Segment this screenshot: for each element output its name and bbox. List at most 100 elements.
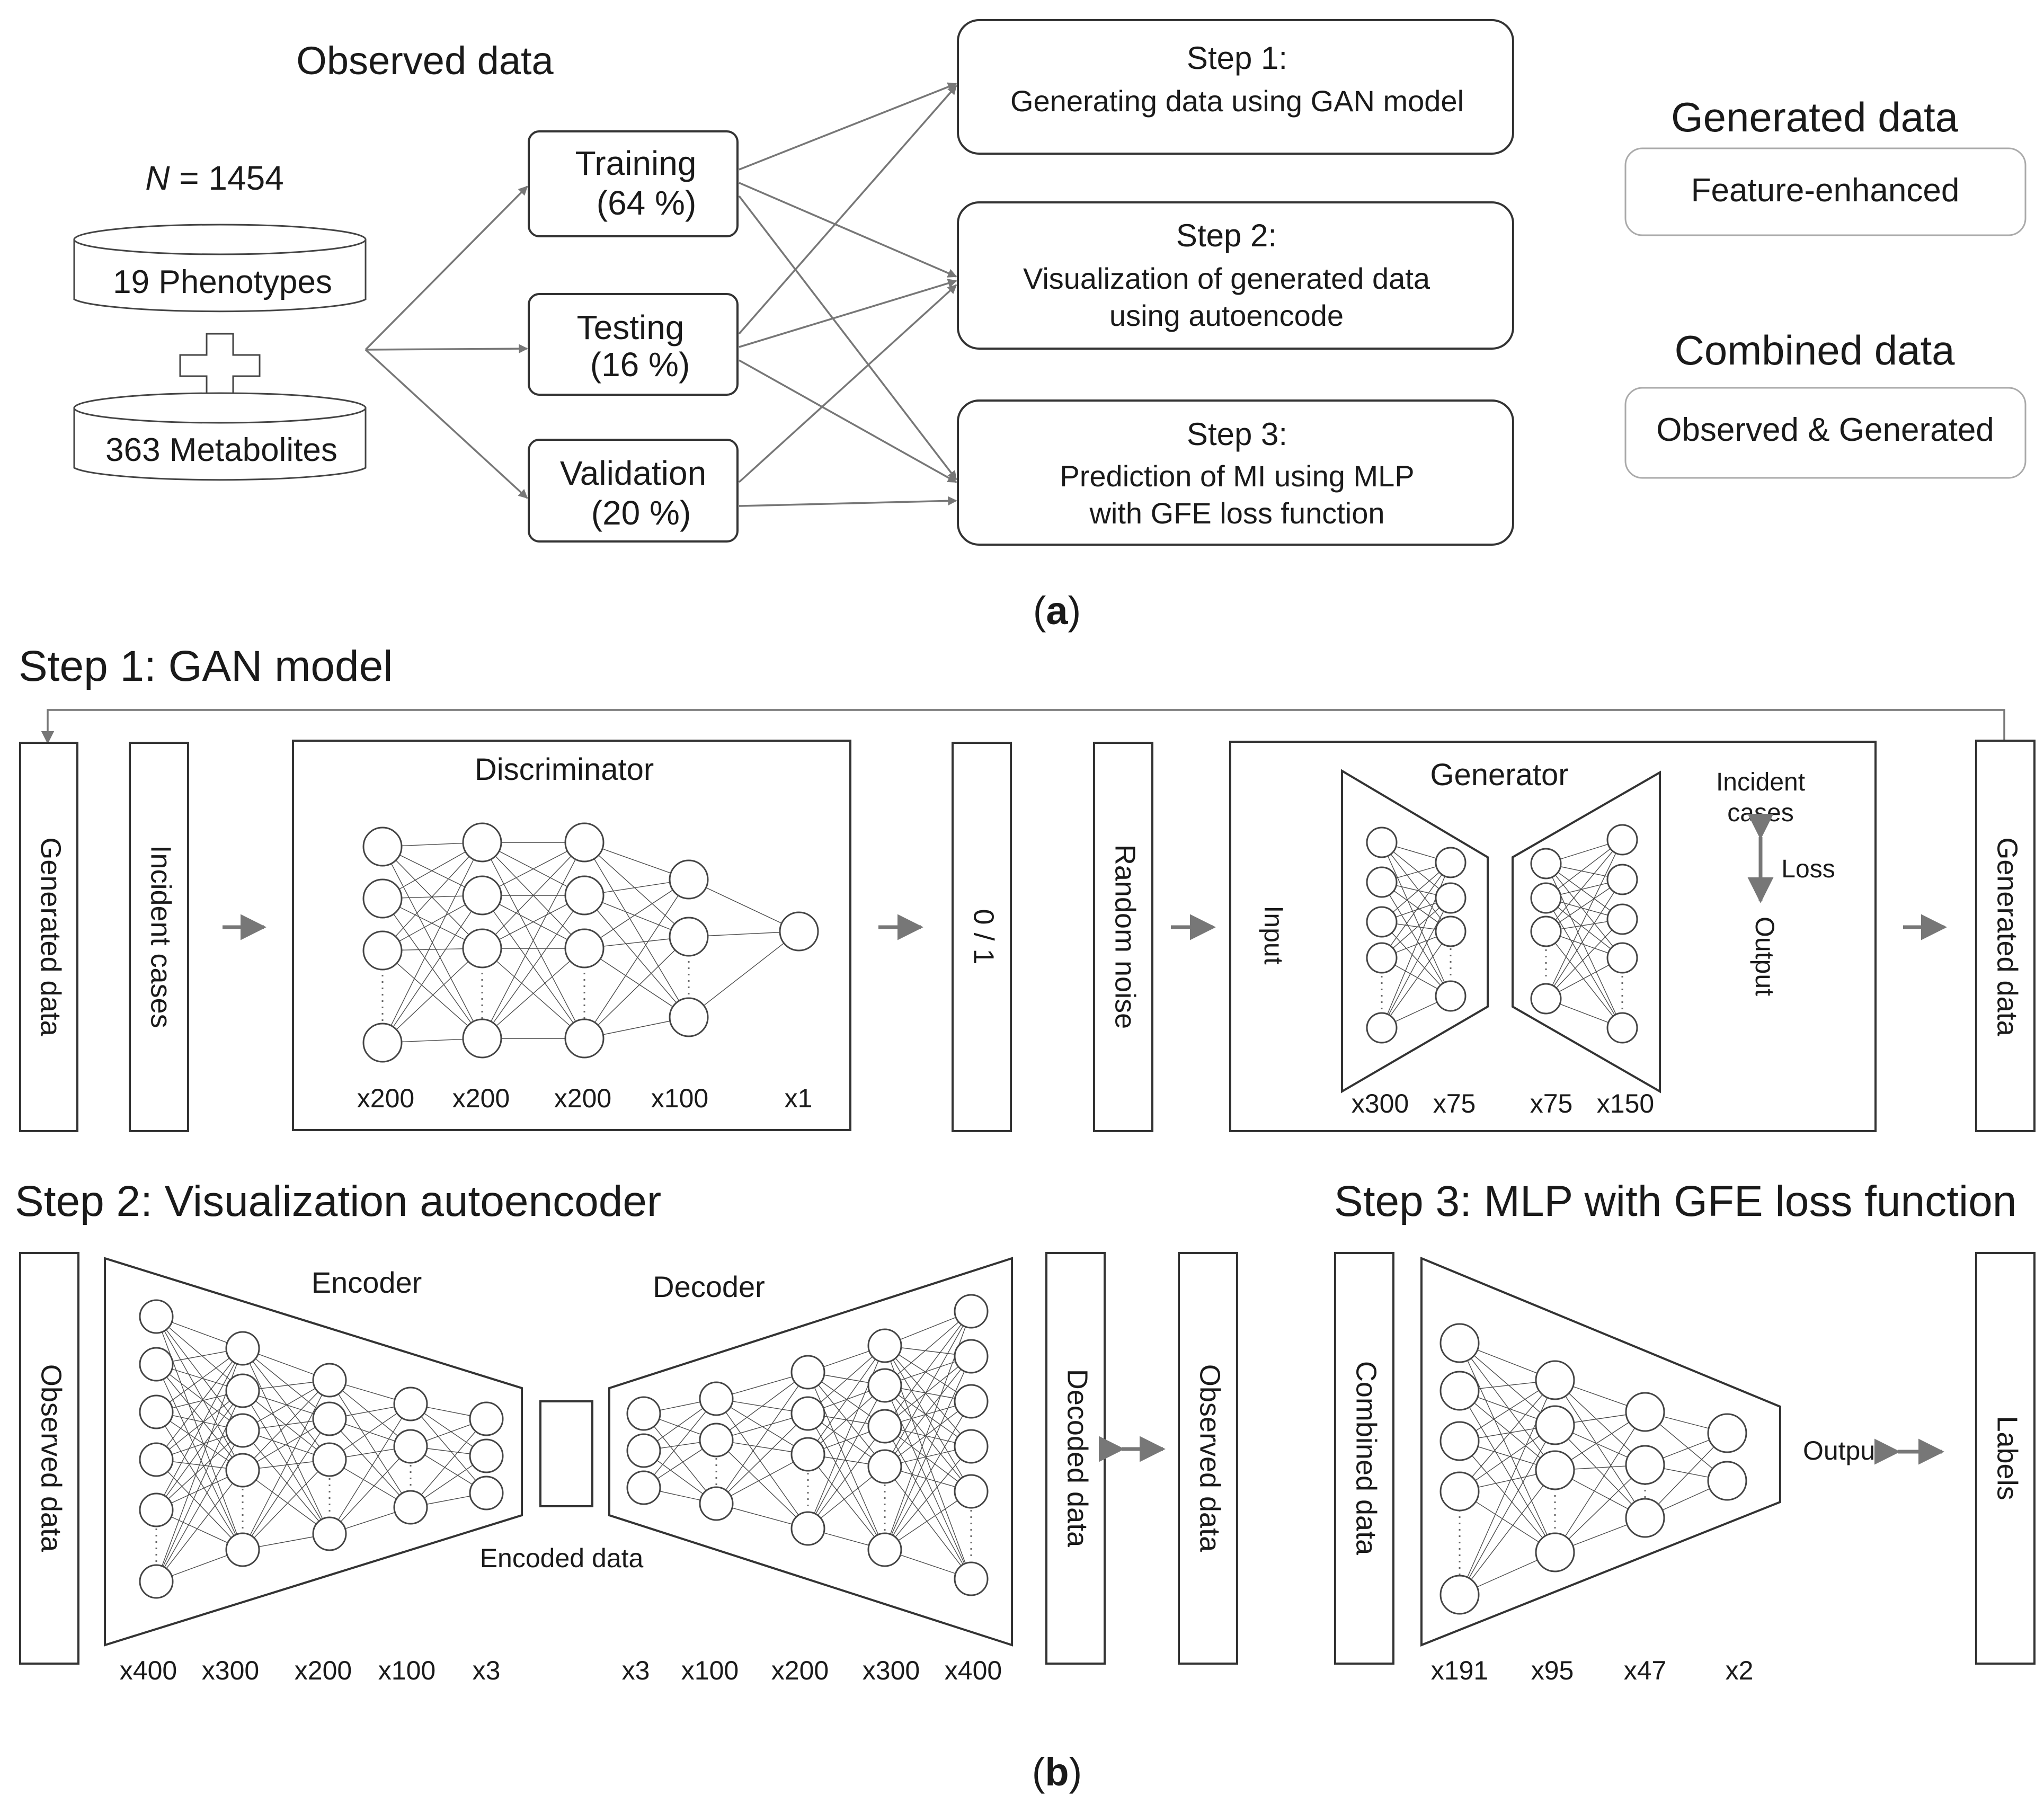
dec-layer-label-3: x200 xyxy=(771,1656,829,1685)
mlp-edge xyxy=(1554,1425,1646,1518)
step3-mlp-panel: Step 3: MLP with GFE loss function Combi… xyxy=(1334,1177,2036,1685)
enc-edge xyxy=(156,1390,243,1510)
incident-cases-box xyxy=(129,742,189,1132)
gen-edge xyxy=(1545,839,1623,999)
enc-edge xyxy=(410,1418,487,1508)
enc-node xyxy=(139,1347,174,1382)
zero-one-box xyxy=(952,742,1012,1132)
dec-node xyxy=(867,1328,902,1363)
mlp-node xyxy=(1439,1471,1480,1512)
gen-node xyxy=(1530,916,1562,947)
enc-edge xyxy=(156,1316,243,1391)
gen-node xyxy=(1366,866,1398,898)
disc-node xyxy=(564,875,605,916)
observed-data-left-label: Observed data xyxy=(35,1364,67,1552)
generated-data-left-label: Generated data xyxy=(35,837,67,1036)
disc-edge xyxy=(482,842,585,949)
decoder-network xyxy=(626,1294,989,1596)
gen-layer-label-2: x75 xyxy=(1433,1089,1476,1118)
disc-node xyxy=(564,1018,605,1059)
dec-node xyxy=(867,1532,902,1567)
disc-edge xyxy=(382,842,483,951)
dec-edge xyxy=(884,1356,972,1427)
mlp-layer-label-4: x2 xyxy=(1726,1656,1754,1685)
loss-label: Loss xyxy=(1781,855,1835,883)
enc-edge xyxy=(242,1348,330,1534)
dec-edge xyxy=(884,1356,972,1550)
generator-input-label: Input xyxy=(1259,905,1288,964)
disc-edge xyxy=(584,895,689,1018)
enc-node xyxy=(393,1387,428,1421)
dec-edge xyxy=(807,1385,885,1529)
observed-data-right-label: Observed data xyxy=(1194,1364,1226,1552)
disc-edge xyxy=(584,879,689,949)
step3-box-title: Step 3: xyxy=(1187,416,1287,452)
disc-edge xyxy=(382,842,483,1043)
dec-node xyxy=(867,1368,902,1403)
gen-edge xyxy=(1381,921,1451,997)
encoder-trapezoid xyxy=(104,1257,523,1647)
zero-one-label: 0 / 1 xyxy=(968,909,1000,964)
enc-edge xyxy=(329,1380,411,1508)
step2-box-line1: Visualization of generated data xyxy=(1023,262,1430,295)
gen-edge xyxy=(1545,839,1623,899)
dec-node xyxy=(867,1449,902,1484)
training-label: Training xyxy=(575,144,697,182)
dec-edge xyxy=(884,1401,972,1467)
mlp-edge xyxy=(1459,1343,1556,1426)
gen-edge xyxy=(1381,862,1451,958)
dec-edge xyxy=(807,1454,885,1550)
disc-node xyxy=(669,859,709,900)
generated-data-title: Generated data xyxy=(1671,94,1959,140)
enc-layer-label-3: x200 xyxy=(295,1656,352,1685)
dec-node xyxy=(954,1384,989,1419)
dec-edge xyxy=(884,1311,972,1427)
dec-node xyxy=(699,1381,734,1416)
mlp-output-label: Output xyxy=(1803,1436,1882,1465)
enc-node xyxy=(225,1413,260,1448)
training-split-box xyxy=(528,130,739,237)
disc-node xyxy=(362,1023,403,1063)
enc-node xyxy=(139,1394,174,1429)
disc-edge xyxy=(382,895,483,1043)
enc-edge xyxy=(156,1348,243,1510)
disc-edge xyxy=(584,936,689,1039)
disc-layer-label-4: x100 xyxy=(651,1083,708,1113)
mlp-layer-label-3: x47 xyxy=(1624,1656,1667,1685)
gen-edge xyxy=(1545,863,1623,920)
mlp-edge xyxy=(1459,1390,1556,1471)
mlp-edge xyxy=(1554,1380,1646,1465)
discriminator-network xyxy=(362,822,819,1063)
dec-node xyxy=(954,1339,989,1374)
generator-output-label: Output xyxy=(1750,917,1780,996)
gen-edge xyxy=(1381,931,1451,1028)
disc-edge xyxy=(382,948,483,1043)
observed-generated-label: Observed & Generated xyxy=(1656,412,1994,448)
metabolites-database-icon xyxy=(73,392,367,481)
generator-cases-label: cases xyxy=(1727,799,1793,827)
enc-edge xyxy=(329,1418,411,1508)
disc-edge xyxy=(482,895,585,1039)
enc-edge xyxy=(242,1418,330,1550)
enc-node xyxy=(469,1476,504,1510)
gen-node xyxy=(1366,942,1398,974)
testing-percent: (16 %) xyxy=(590,345,690,384)
disc-node xyxy=(462,928,502,968)
step2-autoencoder-panel: Step 2: Visualization autoencoder Observ… xyxy=(15,1177,1238,1685)
phenotypes-database-icon xyxy=(73,224,367,313)
mlp-node xyxy=(1439,1371,1480,1411)
gen-layer-label-4: x150 xyxy=(1597,1089,1654,1118)
step1-box-line: Generating data using GAN model xyxy=(1010,84,1464,118)
encoded-data-label: Encoded data xyxy=(480,1543,644,1573)
dec-edge xyxy=(716,1372,808,1441)
enc-edge xyxy=(156,1348,243,1412)
gen-node xyxy=(1435,916,1467,947)
enc-edge xyxy=(156,1411,243,1471)
metabolites-label: 363 Metabolites xyxy=(105,432,337,468)
enc-edge xyxy=(329,1403,411,1534)
sample-size-label: N = 1454 xyxy=(145,159,284,197)
feature-enhanced-box xyxy=(1624,147,2027,236)
enc-edge xyxy=(156,1430,243,1510)
enc-edge xyxy=(156,1364,243,1471)
gen-node xyxy=(1530,983,1562,1015)
